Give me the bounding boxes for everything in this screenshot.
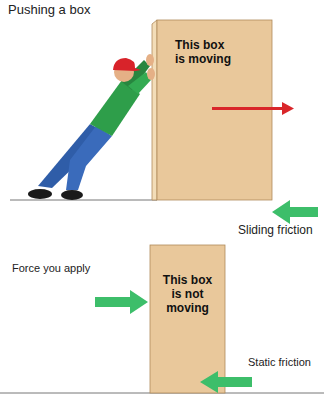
man-figure <box>28 54 155 200</box>
hand <box>146 54 154 66</box>
force-arrow <box>95 290 148 314</box>
motion-arrow <box>212 102 294 115</box>
shoe <box>28 189 52 199</box>
box-face <box>150 245 225 393</box>
box: This box is moving <box>157 20 272 200</box>
box-group <box>150 20 272 393</box>
shoe <box>61 190 83 200</box>
box-label: This box is moving <box>175 38 235 66</box>
box-label: This box is not moving <box>158 273 218 315</box>
friction-arrow <box>200 371 252 393</box>
arrow-group <box>95 102 318 393</box>
box: This box is not moving <box>150 245 225 393</box>
friction-arrow <box>272 200 318 224</box>
box-side <box>152 20 157 200</box>
ground-line <box>10 200 157 201</box>
force-label: Static friction <box>248 356 311 369</box>
force-label: Sliding friction <box>238 224 313 238</box>
force-label: Force you apply <box>12 262 90 275</box>
leg <box>66 126 112 190</box>
panel-title: Pushing a box <box>8 3 90 18</box>
hand <box>147 68 155 80</box>
cap <box>113 58 141 71</box>
